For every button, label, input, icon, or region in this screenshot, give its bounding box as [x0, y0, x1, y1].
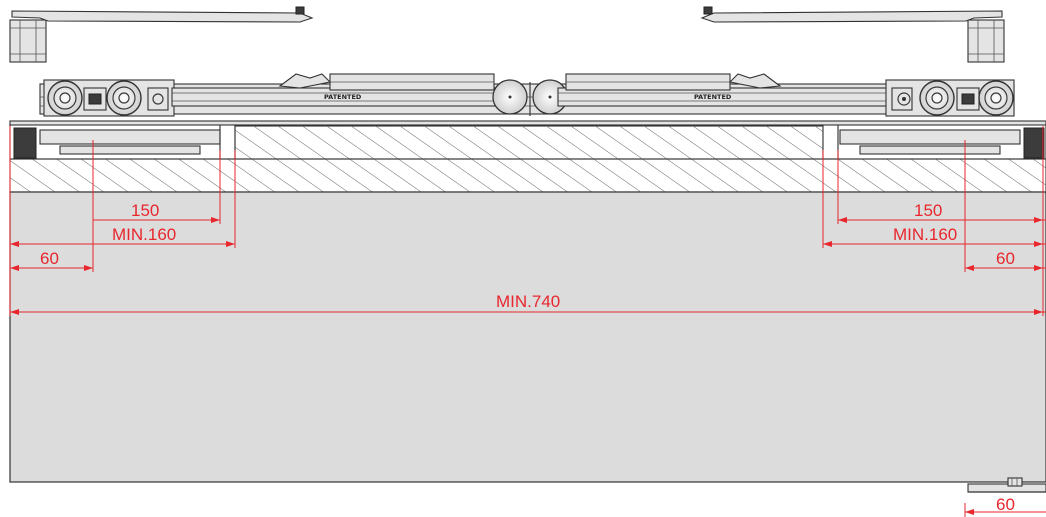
- track-carriage-assembly: PATENTED PATENTED: [39, 73, 1015, 117]
- door-panel: [9, 191, 1046, 483]
- dim-overall-min740: MIN.740: [496, 292, 560, 311]
- dim-left-min160: MIN.160: [112, 225, 176, 244]
- dim-left-150: 150: [131, 201, 159, 220]
- top-right-damper-arm: [700, 6, 1005, 63]
- dim-right-min160: MIN.160: [893, 225, 957, 244]
- left-damper-cylinder: [171, 73, 503, 107]
- left-carriage-wheels: [47, 80, 169, 116]
- dim-right-60: 60: [996, 249, 1015, 268]
- patent-marking-left: PATENTED: [324, 93, 362, 101]
- dimension-lines: [9, 126, 1046, 517]
- top-left-damper-arm: [9, 6, 314, 63]
- center-stopper-rollers: [492, 79, 568, 116]
- patent-marking-right: PATENTED: [694, 93, 732, 101]
- dim-bottom-60: 60: [996, 495, 1015, 514]
- dim-left-60: 60: [40, 249, 59, 268]
- bottom-floor-guide: [967, 477, 1046, 493]
- right-damper-cylinder: [557, 73, 889, 107]
- dim-right-150: 150: [914, 201, 942, 220]
- right-carriage-wheels: [891, 80, 1014, 116]
- ceiling-profile-section: [9, 120, 1046, 193]
